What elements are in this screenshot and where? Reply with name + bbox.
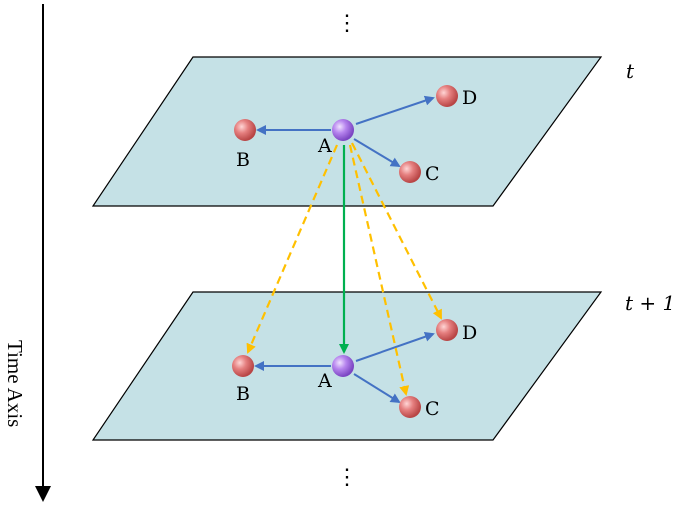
time-label-t: t xyxy=(626,59,635,83)
node-t1-D xyxy=(436,319,458,341)
edge-t-A-D xyxy=(355,95,435,125)
node-t1-B-label: B xyxy=(236,383,250,405)
node-t1-C-label: C xyxy=(425,398,440,420)
node-t-A xyxy=(332,119,354,141)
edge-t1-A-D xyxy=(355,331,435,362)
ellipsis-bottom: ⋮ xyxy=(336,465,358,490)
edge-t-A-C xyxy=(353,138,401,168)
node-t1-A-label: A xyxy=(317,370,332,392)
node-t1-B xyxy=(232,355,254,377)
node-t1-D-label: D xyxy=(462,322,477,344)
edge-t1-A-C xyxy=(353,373,401,404)
node-t-D xyxy=(436,85,458,107)
temporal-edge-A-to-B xyxy=(246,144,339,354)
node-t-D-label: D xyxy=(462,87,477,109)
node-t-C-label: C xyxy=(425,163,440,185)
temporal-edge-A-to-D xyxy=(351,142,442,320)
time-axis-label: Time Axis xyxy=(3,340,27,427)
ellipsis-top: ⋮ xyxy=(336,11,358,36)
node-t-B-label: B xyxy=(236,149,250,171)
node-t-A-label: A xyxy=(317,135,332,157)
node-t1-A xyxy=(332,355,354,377)
temporal-edge-A-to-C xyxy=(348,144,410,396)
node-t-C xyxy=(399,161,421,183)
node-t-B xyxy=(234,119,256,141)
node-t1-C xyxy=(399,396,421,418)
time-label-t-plus-1: t + 1 xyxy=(625,291,675,315)
